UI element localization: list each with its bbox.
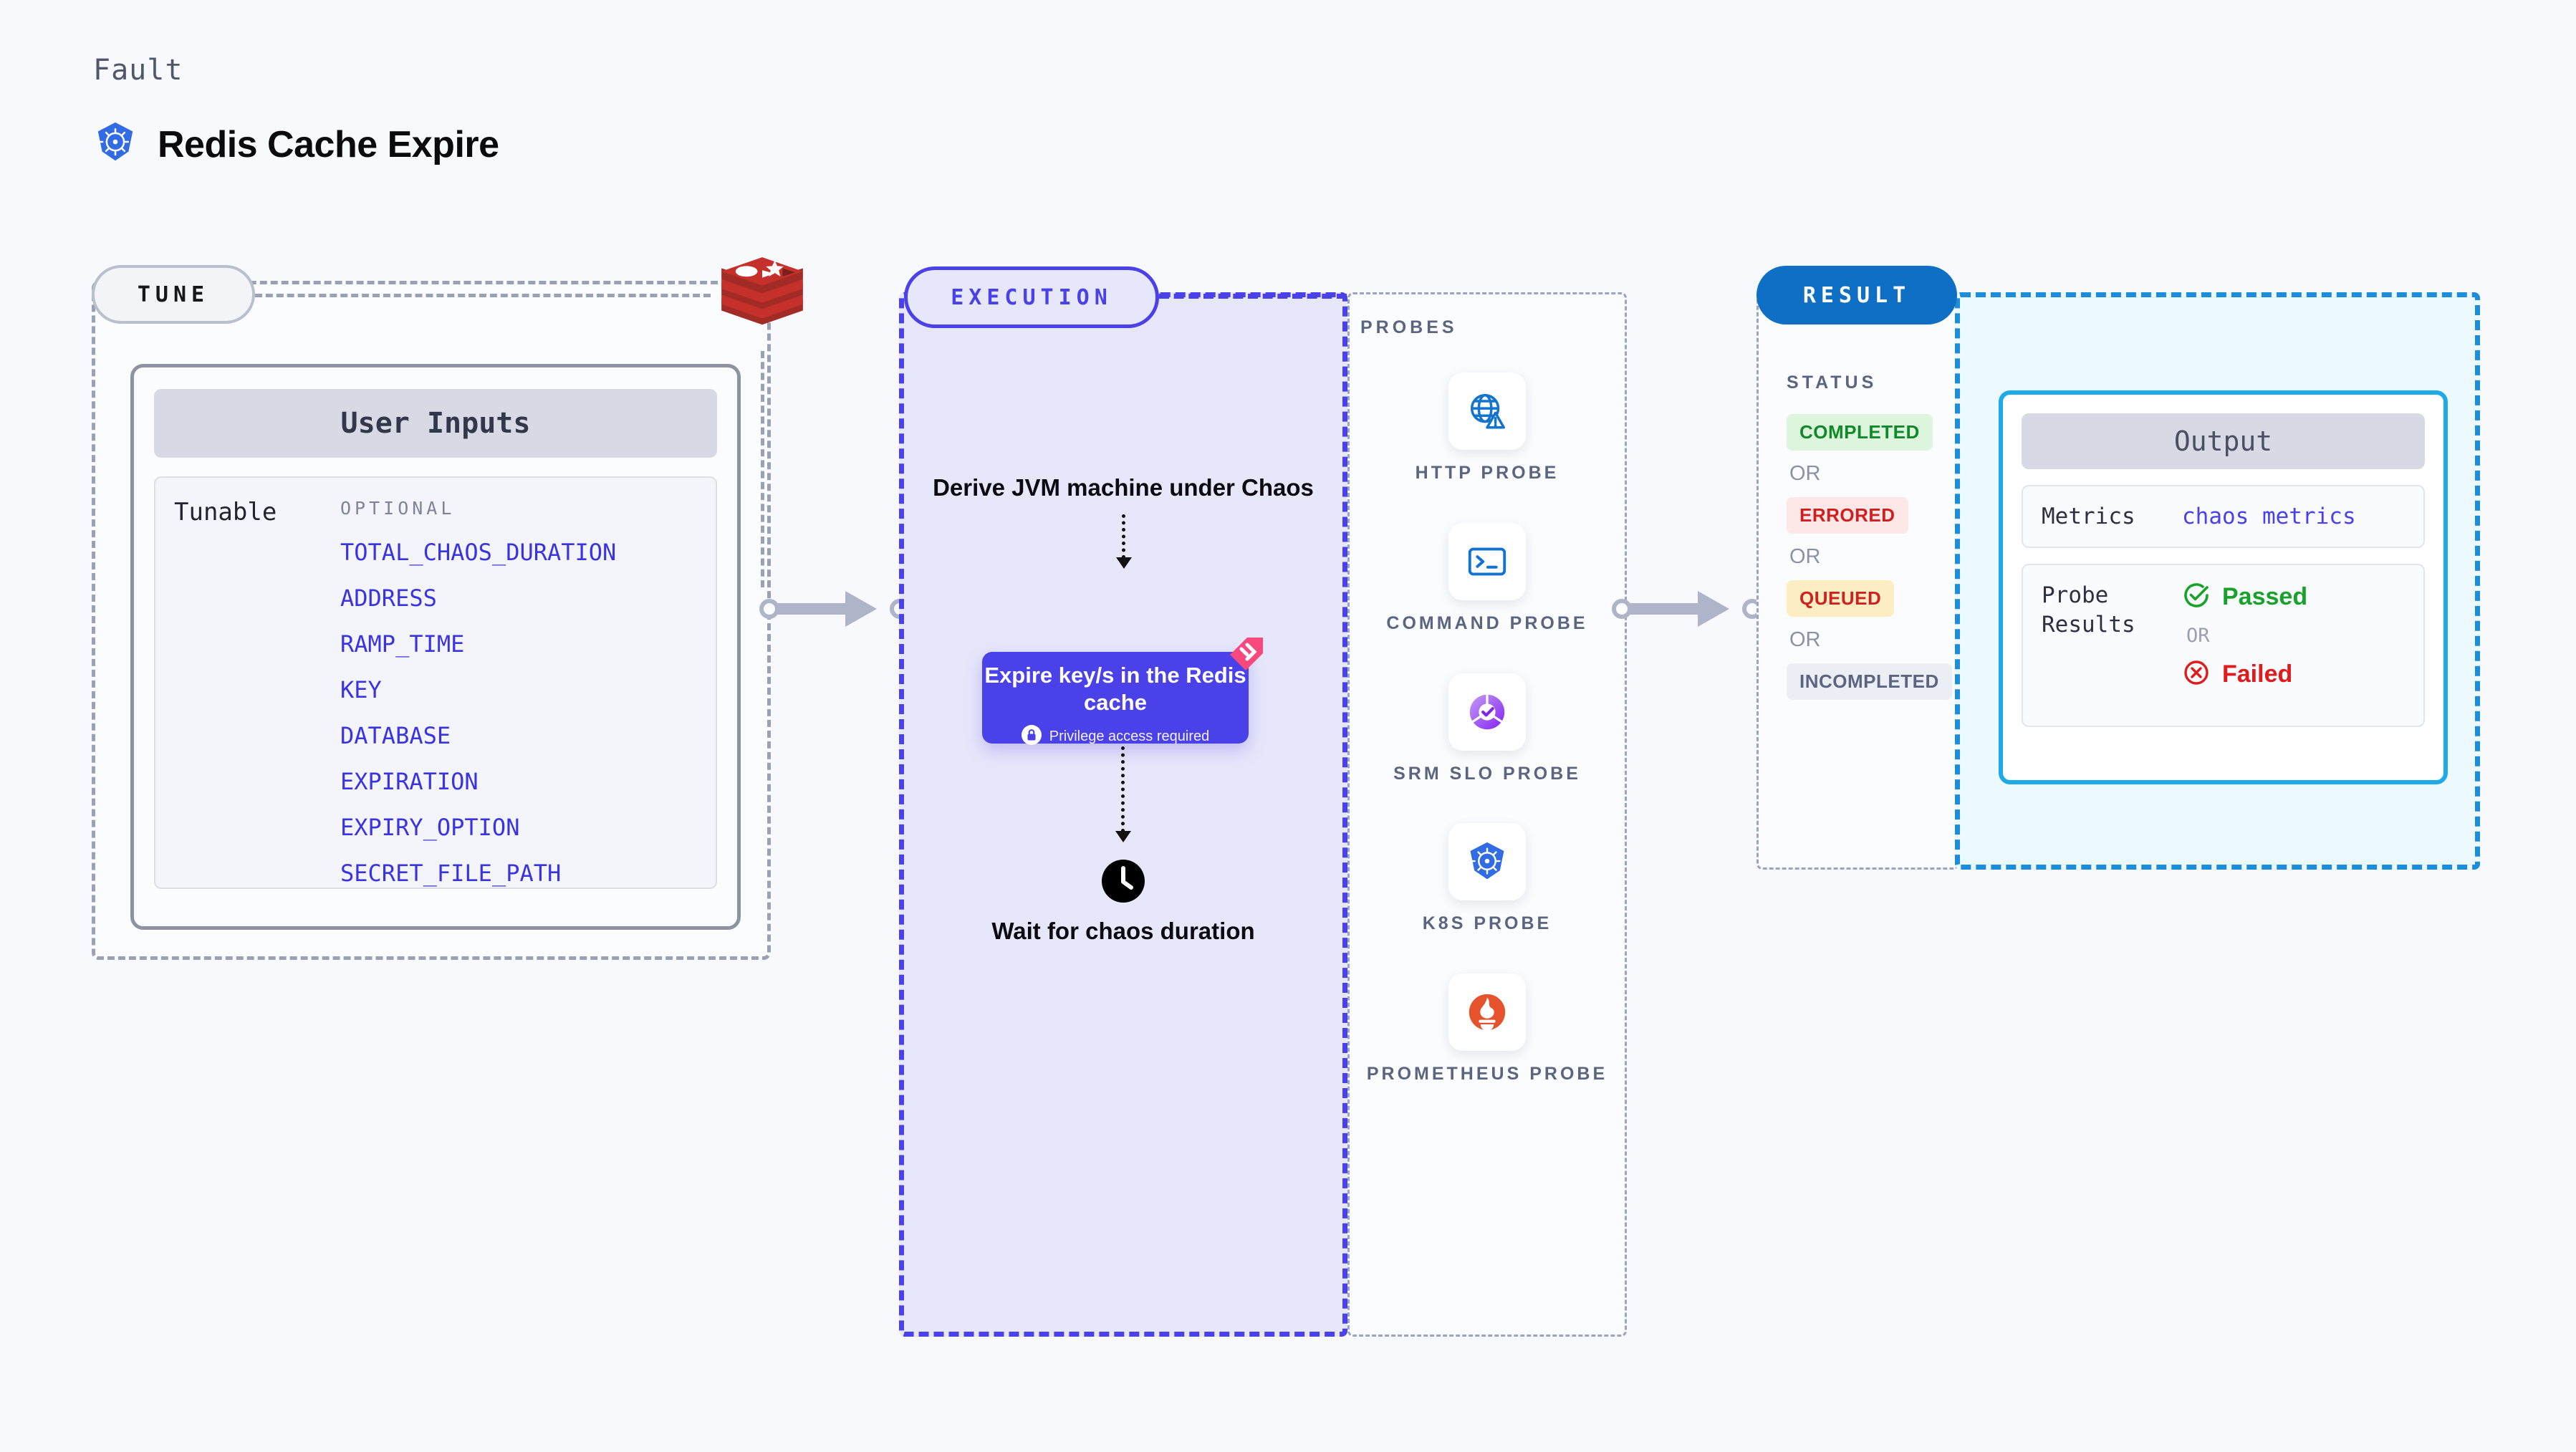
output-title: Output bbox=[2022, 413, 2425, 469]
execution-step-one: Derive JVM machine under Chaos bbox=[933, 474, 1314, 501]
status-label: STATUS bbox=[1787, 372, 1878, 393]
param-database[interactable]: DATABASE bbox=[340, 722, 451, 749]
probe-result-or: OR bbox=[2186, 625, 2210, 648]
probe-label-k8s: K8S PROBE bbox=[1422, 913, 1552, 934]
param-address[interactable]: ADDRESS bbox=[340, 585, 437, 612]
clock-icon bbox=[1100, 858, 1146, 908]
probe-item-k8s[interactable]: K8S PROBE bbox=[1347, 823, 1627, 936]
redis-icon bbox=[712, 248, 812, 352]
prometheus-icon bbox=[1448, 973, 1526, 1051]
output-metrics-value[interactable]: chaos metrics bbox=[2182, 504, 2356, 530]
fault-kicker: Fault bbox=[93, 54, 183, 87]
execution-flow: Derive JVM machine under Chaos bbox=[899, 473, 1347, 569]
kubernetes-icon bbox=[93, 120, 138, 168]
probe-label-http: HTTP PROBE bbox=[1415, 463, 1559, 483]
tunable-label: Tunable bbox=[174, 498, 277, 527]
probe-label-command: COMMAND PROBE bbox=[1386, 612, 1588, 633]
param-secret-file-path[interactable]: SECRET_FILE_PATH bbox=[340, 860, 562, 887]
tune-leader-line bbox=[255, 294, 711, 297]
param-ramp-time[interactable]: RAMP_TIME bbox=[340, 630, 465, 658]
execution-action-note-text: Privilege access required bbox=[1049, 728, 1210, 744]
connector-tune-to-execution bbox=[759, 580, 910, 641]
output-metrics-key: Metrics bbox=[2042, 504, 2135, 529]
probe-list: HTTP PROBE COMMAND PROBE bbox=[1347, 372, 1627, 1124]
probe-item-prometheus[interactable]: PROMETHEUS PROBE bbox=[1347, 973, 1627, 1087]
probes-panel bbox=[1347, 292, 1627, 1337]
execution-action-title: Expire key/s in the Redis cache bbox=[984, 663, 1246, 715]
status-badge-errored: ERRORED bbox=[1787, 497, 1908, 534]
flow-arrow-one bbox=[1115, 514, 1132, 569]
probe-item-command[interactable]: COMMAND PROBE bbox=[1347, 522, 1627, 636]
tune-source-vline bbox=[761, 351, 764, 587]
check-circle-icon bbox=[2182, 581, 2211, 613]
output-card: Output Metrics chaos metrics Probe Resul… bbox=[1999, 390, 2448, 784]
tunable-param-list: OPTIONAL TOTAL_CHAOS_DURATION ADDRESS RA… bbox=[340, 498, 616, 905]
globe-warning-icon bbox=[1448, 372, 1526, 450]
execution-leader-line bbox=[1159, 294, 1347, 299]
probes-label: PROBES bbox=[1360, 317, 1458, 337]
probe-item-srm-slo[interactable]: SRM SLO PROBE bbox=[1347, 673, 1627, 787]
slo-donut-check-icon bbox=[1448, 673, 1526, 751]
execution-action-card[interactable]: Expire key/s in the Redis cache Privileg… bbox=[982, 638, 1263, 745]
status-badge-queued: QUEUED bbox=[1787, 580, 1895, 617]
param-total-chaos-duration[interactable]: TOTAL_CHAOS_DURATION bbox=[340, 539, 617, 566]
param-expiration[interactable]: EXPIRATION bbox=[340, 768, 479, 795]
probe-result-passed: Passed bbox=[2182, 581, 2307, 613]
user-inputs-title: User Inputs bbox=[154, 389, 717, 458]
kubernetes-icon bbox=[1448, 823, 1526, 901]
status-list: COMPLETED OR ERRORED OR QUEUED OR INCOMP… bbox=[1787, 414, 1952, 700]
flow-arrow-two bbox=[1115, 746, 1131, 842]
execution-pill[interactable]: EXECUTION bbox=[904, 266, 1159, 328]
result-pill[interactable]: RESULT bbox=[1756, 266, 1957, 324]
connector-execution-to-result bbox=[1612, 580, 1762, 641]
x-circle-icon bbox=[2182, 658, 2211, 691]
param-expiry-option[interactable]: EXPIRY_OPTION bbox=[340, 814, 520, 841]
page-title-text: Redis Cache Expire bbox=[158, 123, 499, 165]
tunable-section: Tunable OPTIONAL TOTAL_CHAOS_DURATION AD… bbox=[154, 476, 717, 889]
execution-action-note: Privilege access required bbox=[982, 724, 1249, 749]
status-badge-completed: COMPLETED bbox=[1787, 414, 1933, 451]
output-probe-results-row: Probe Results Passed OR bbox=[2022, 564, 2425, 728]
probe-result-failed-label: Failed bbox=[2222, 660, 2293, 688]
param-key[interactable]: KEY bbox=[340, 676, 382, 703]
terminal-icon bbox=[1448, 522, 1526, 600]
output-metrics-row: Metrics chaos metrics bbox=[2022, 485, 2425, 549]
status-or-2: OR bbox=[1789, 545, 1821, 568]
tune-pill[interactable]: TUNE bbox=[92, 265, 255, 324]
probe-label-prometheus: PROMETHEUS PROBE bbox=[1366, 1064, 1608, 1084]
execution-wait-label: Wait for chaos duration bbox=[991, 918, 1255, 944]
status-badge-incompleted: INCOMPLETED bbox=[1787, 663, 1952, 700]
harness-ribbon-icon bbox=[1226, 633, 1267, 675]
status-or-3: OR bbox=[1789, 628, 1821, 651]
probe-results-values: Passed OR Failed bbox=[2182, 581, 2307, 691]
user-inputs-card: User Inputs Tunable OPTIONAL TOTAL_CHAOS… bbox=[130, 364, 741, 930]
optional-label: OPTIONAL bbox=[340, 498, 456, 519]
probe-item-http[interactable]: HTTP PROBE bbox=[1347, 372, 1627, 486]
page-title: Redis Cache Expire bbox=[93, 120, 499, 168]
probe-result-passed-label: Passed bbox=[2222, 583, 2308, 611]
output-probe-results-key: Probe Results bbox=[2042, 582, 2135, 638]
probe-result-failed: Failed bbox=[2182, 658, 2307, 691]
status-or-1: OR bbox=[1789, 462, 1821, 485]
execution-wait-step: Wait for chaos duration bbox=[899, 858, 1347, 946]
lock-icon bbox=[1021, 724, 1042, 749]
probe-label-srm-slo: SRM SLO PROBE bbox=[1393, 763, 1581, 784]
